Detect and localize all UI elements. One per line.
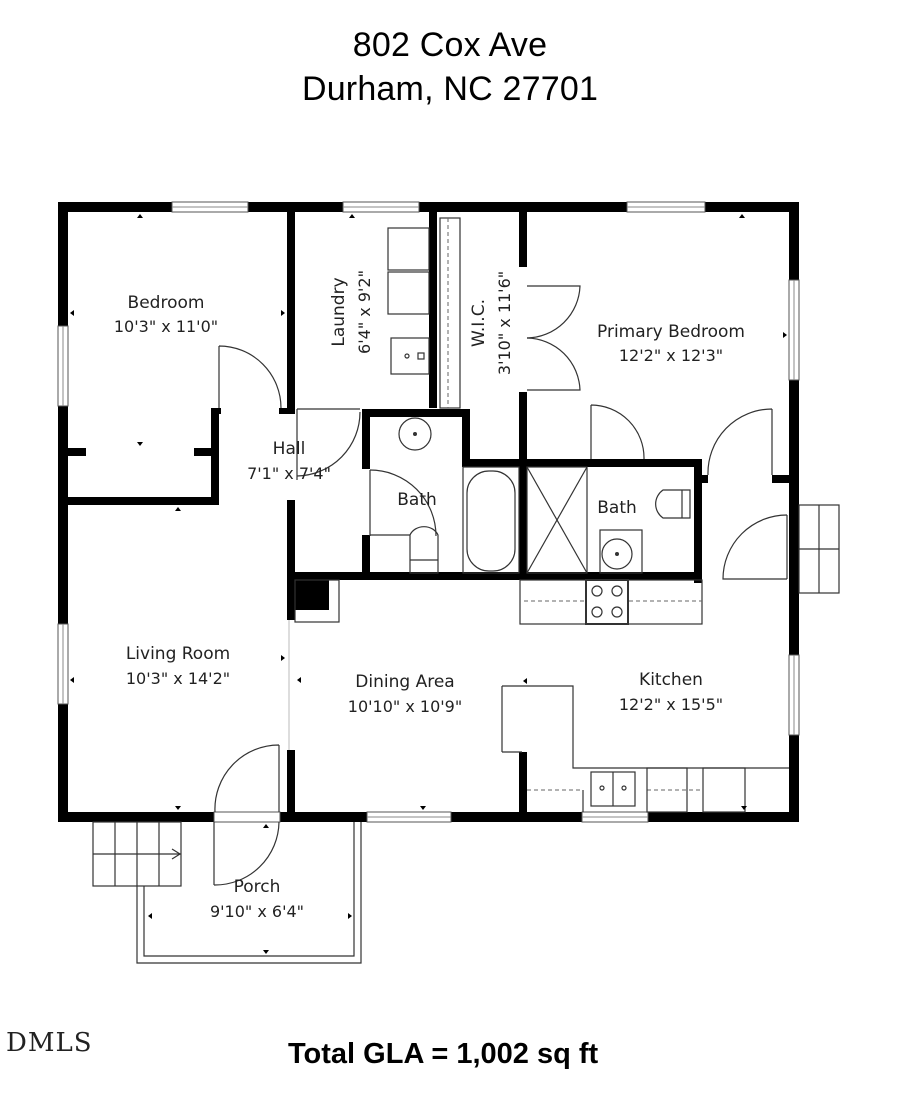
fixtures [92, 217, 840, 964]
washer-icon [387, 227, 430, 271]
dryer-icon [387, 271, 430, 315]
mls-logo: DMLS [6, 1028, 93, 1058]
room-name-bath: Bath [397, 490, 437, 510]
room-dims-laundry: 6'4" x 9'2" [355, 270, 374, 354]
room-dims-wic: 3'10" x 11'6" [495, 271, 514, 375]
doors [213, 285, 788, 886]
room-dims-porch: 9'10" x 6'4" [210, 902, 304, 921]
total-gla: Total GLA = 1,002 sq ft [288, 1038, 599, 1070]
room-name-dining-area: Dining Area [355, 672, 454, 692]
room-dims-hall: 7'1" x 7'4" [247, 464, 331, 483]
room-name-porch: Porch [234, 877, 281, 897]
toilet-icon [409, 526, 439, 574]
room-dims-bedroom: 10'3" x 11'0" [114, 317, 218, 336]
room-dims-kitchen: 12'2" x 15'5" [619, 695, 723, 714]
room-dims-dining-area: 10'10" x 10'9" [348, 697, 462, 716]
room-name-living-room: Living Room [126, 644, 230, 664]
room-name-primary-bedroom: Primary Bedroom [597, 322, 745, 342]
sink-icon [601, 538, 633, 570]
room-name-hall: Hall [273, 439, 306, 459]
refrigerator-icon [702, 767, 746, 813]
address-line-1: 802 Cox Ave [352, 26, 548, 64]
room-dims-primary-bedroom: 12'2" x 12'3" [619, 346, 723, 365]
windows [57, 201, 800, 823]
bathtub-icon [466, 470, 516, 572]
room-name-wic: W.I.C. [469, 299, 489, 347]
interior-walls [58, 202, 792, 820]
sink-icon [398, 417, 432, 451]
room-name-kitchen: Kitchen [639, 670, 703, 690]
laundry-sink-icon [390, 337, 430, 375]
room-name-bedroom: Bedroom [128, 293, 205, 313]
toilet-icon [655, 489, 691, 519]
shower-icon [526, 466, 588, 574]
stove-icon [585, 579, 629, 625]
address-line-2: Durham, NC 27701 [301, 70, 599, 108]
room-dims-living-room: 10'3" x 14'2" [126, 669, 230, 688]
room-name-bath: Bath [597, 498, 637, 518]
room-name-laundry: Laundry [329, 277, 349, 346]
dimension-markers [70, 214, 787, 954]
